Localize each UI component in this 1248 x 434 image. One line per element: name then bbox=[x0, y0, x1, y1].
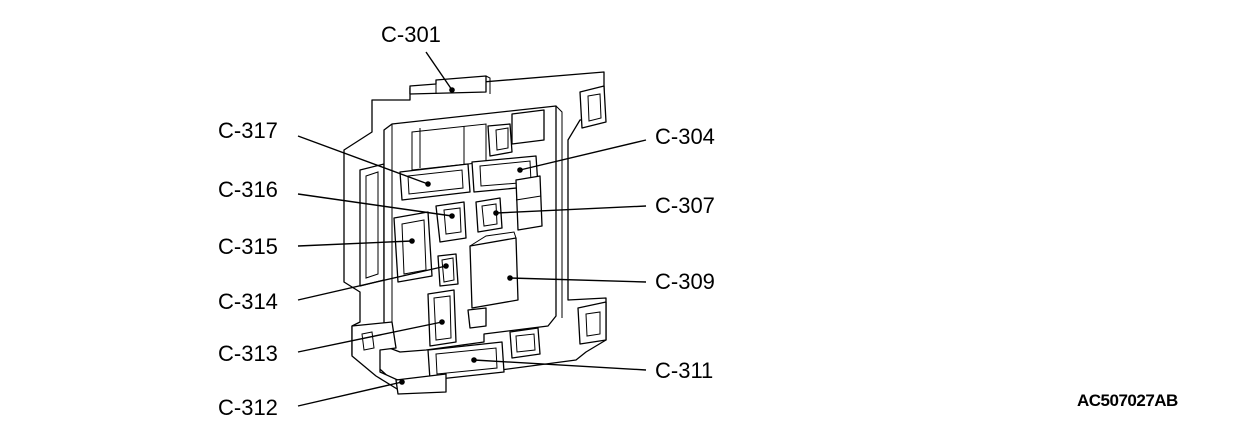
label-c316: C-316 bbox=[218, 177, 278, 202]
leader-c314 bbox=[297, 265, 447, 301]
leader-dot-c309 bbox=[507, 275, 513, 281]
label-c315: C-315 bbox=[218, 234, 278, 259]
leader-c309 bbox=[509, 277, 647, 283]
leader-c304 bbox=[519, 139, 647, 171]
label-c307: C-307 bbox=[655, 193, 715, 218]
leader-dot-c304 bbox=[517, 167, 523, 173]
label-c312: C-312 bbox=[218, 395, 278, 420]
leader-dot-c311 bbox=[471, 357, 477, 363]
leader-c313 bbox=[297, 321, 443, 353]
label-c309: C-309 bbox=[655, 269, 715, 294]
leader-dot-c315 bbox=[409, 238, 415, 244]
leader-c312 bbox=[297, 381, 403, 407]
leader-dots bbox=[399, 87, 523, 385]
leader-c315 bbox=[297, 240, 413, 247]
leader-dot-c301 bbox=[449, 87, 455, 93]
label-c314: C-314 bbox=[218, 289, 278, 314]
leader-c301 bbox=[425, 51, 453, 91]
leader-dot-c314 bbox=[443, 263, 449, 269]
leader-lines bbox=[297, 51, 647, 407]
leader-dot-c312 bbox=[399, 379, 405, 385]
label-c301: C-301 bbox=[381, 22, 441, 47]
leader-c307 bbox=[495, 205, 647, 214]
label-c311: C-311 bbox=[655, 358, 714, 383]
leader-c316 bbox=[297, 193, 453, 217]
label-c317: C-317 bbox=[218, 118, 278, 143]
label-c313: C-313 bbox=[218, 341, 278, 366]
leader-dot-c317 bbox=[425, 181, 431, 187]
leader-dot-c316 bbox=[449, 213, 455, 219]
junction-block-drawing bbox=[343, 71, 607, 395]
leader-c317 bbox=[297, 135, 429, 185]
leader-c311 bbox=[473, 359, 647, 371]
label-c304: C-304 bbox=[655, 124, 715, 149]
figure-id: AC507027AB bbox=[1077, 391, 1178, 410]
leader-dot-c313 bbox=[439, 319, 445, 325]
leader-dot-c307 bbox=[493, 210, 499, 216]
